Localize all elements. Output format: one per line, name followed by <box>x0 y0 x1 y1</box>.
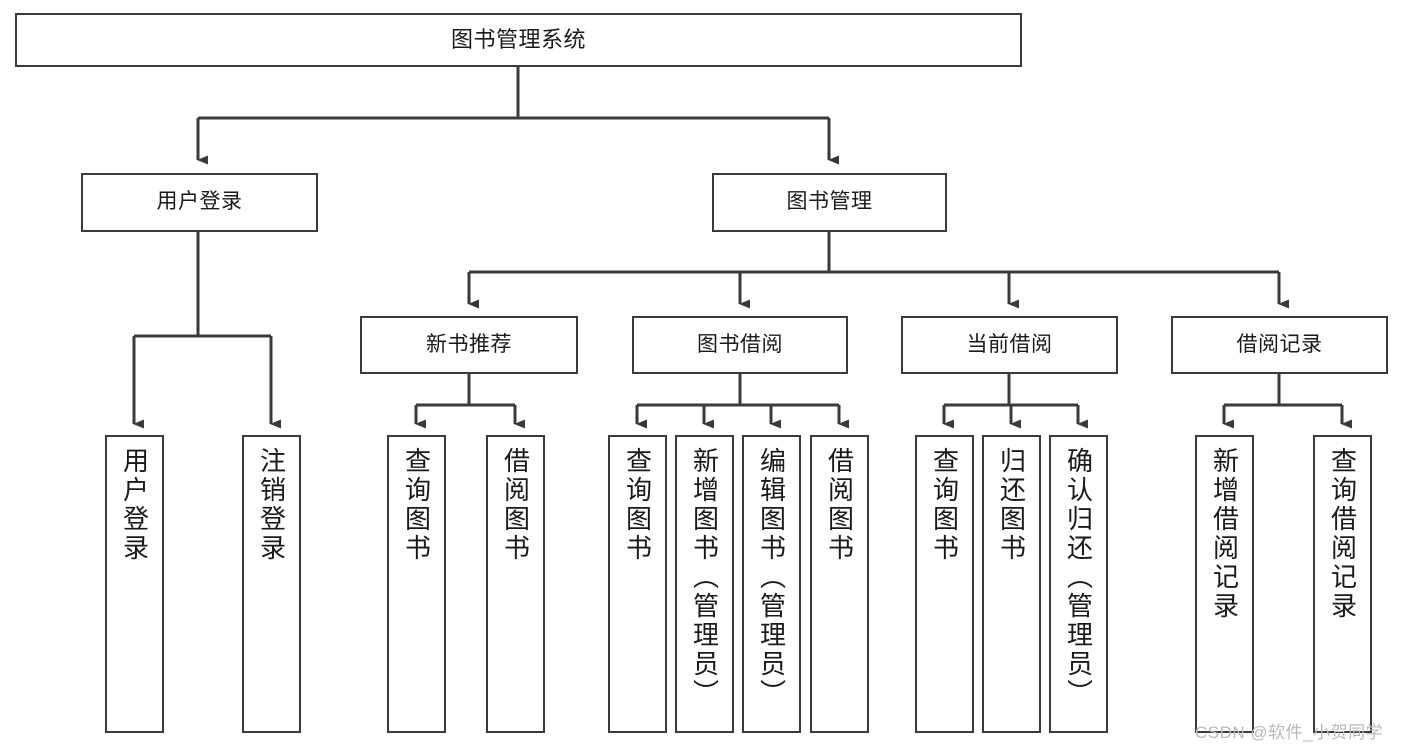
node-current-borrow[interactable]: 当前借阅 <box>901 316 1118 374</box>
node-borrow-record[interactable]: 借阅记录 <box>1171 316 1388 374</box>
node-leaf-add-record[interactable]: 新增借阅记录 <box>1195 435 1254 733</box>
node-leaf-logout-login-label: 注销登录 <box>256 447 287 563</box>
node-user-login-label: 用户登录 <box>156 190 243 214</box>
node-leaf-confirm-return-label: 确认归还（管理员） <box>1063 447 1094 708</box>
node-leaf-return-book-label: 归还图书 <box>996 447 1027 563</box>
node-new-book-recommend-label: 新书推荐 <box>426 332 512 356</box>
node-leaf-user-login[interactable]: 用户登录 <box>105 435 164 733</box>
node-leaf-query-book-1[interactable]: 查询图书 <box>387 435 446 733</box>
node-leaf-query-record[interactable]: 查询借阅记录 <box>1313 435 1372 733</box>
node-leaf-user-login-label: 用户登录 <box>119 447 150 563</box>
node-leaf-add-record-label: 新增借阅记录 <box>1209 447 1240 621</box>
node-leaf-query-record-label: 查询借阅记录 <box>1327 447 1358 621</box>
node-book-borrow[interactable]: 图书借阅 <box>632 316 848 374</box>
node-leaf-query-book-2[interactable]: 查询图书 <box>608 435 667 733</box>
node-leaf-borrow-book-1-label: 借阅图书 <box>500 447 531 563</box>
node-new-book-recommend[interactable]: 新书推荐 <box>360 316 578 374</box>
node-root[interactable]: 图书管理系统 <box>15 13 1022 67</box>
node-book-management[interactable]: 图书管理 <box>712 173 947 232</box>
node-leaf-add-book[interactable]: 新增图书（管理员） <box>675 435 734 733</box>
node-leaf-edit-book[interactable]: 编辑图书（管理员） <box>742 435 801 733</box>
node-leaf-add-book-label: 新增图书（管理员） <box>689 447 720 708</box>
node-leaf-confirm-return[interactable]: 确认归还（管理员） <box>1049 435 1108 733</box>
node-user-login[interactable]: 用户登录 <box>81 173 318 232</box>
node-current-borrow-label: 当前借阅 <box>966 332 1053 356</box>
node-leaf-borrow-book-2-label: 借阅图书 <box>824 447 855 563</box>
node-book-management-label: 图书管理 <box>786 190 873 214</box>
node-leaf-query-book-3-label: 查询图书 <box>929 447 960 563</box>
node-leaf-query-book-2-label: 查询图书 <box>622 447 653 563</box>
node-borrow-record-label: 借阅记录 <box>1236 332 1323 356</box>
node-leaf-borrow-book-1[interactable]: 借阅图书 <box>486 435 545 733</box>
node-root-label: 图书管理系统 <box>450 27 586 53</box>
node-leaf-query-book-1-label: 查询图书 <box>401 447 432 563</box>
node-leaf-borrow-book-2[interactable]: 借阅图书 <box>810 435 869 733</box>
node-book-borrow-label: 图书借阅 <box>697 332 783 356</box>
node-leaf-return-book[interactable]: 归还图书 <box>982 435 1041 733</box>
node-leaf-edit-book-label: 编辑图书（管理员） <box>756 447 787 708</box>
node-leaf-logout-login[interactable]: 注销登录 <box>242 435 301 733</box>
node-leaf-query-book-3[interactable]: 查询图书 <box>915 435 974 733</box>
